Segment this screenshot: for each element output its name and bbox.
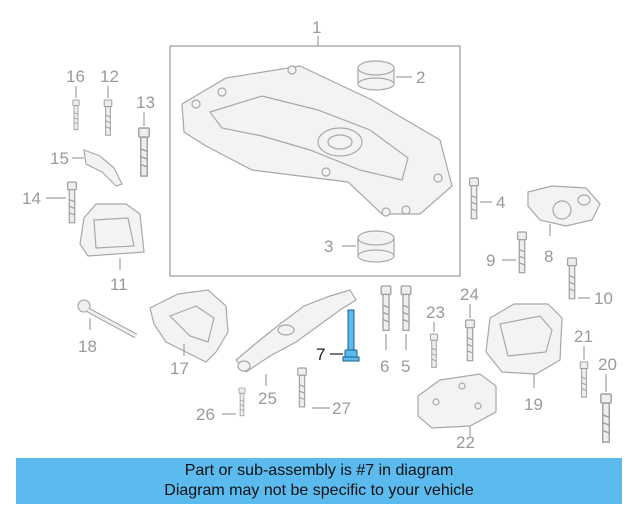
subframe-group-box — [169, 45, 461, 277]
callout-18: 18 — [78, 337, 97, 356]
banner-line-1: Part or sub-assembly is #7 in diagram — [184, 462, 454, 479]
upper-bushing-part[interactable] — [357, 60, 395, 91]
callout-1: 1 — [312, 18, 321, 37]
callout-5: 5 — [401, 357, 410, 376]
callout-12: 12 — [100, 67, 119, 86]
callout-3: 3 — [324, 237, 333, 256]
callout-20: 20 — [598, 355, 617, 374]
bolt-24[interactable] — [464, 319, 476, 362]
bolt-20[interactable] — [600, 393, 612, 443]
bolt-6[interactable] — [380, 285, 392, 332]
parts-diagram: 1 2 3 16 12 13 15 14 — [22, 18, 617, 450]
transmission-mount-19[interactable] — [485, 303, 563, 375]
callout-27: 27 — [332, 399, 351, 418]
info-banner: Part or sub-assembly is #7 in diagram Di… — [16, 458, 622, 504]
callout-7: 7 — [316, 345, 325, 364]
callout-4: 4 — [496, 193, 505, 212]
bolt-26[interactable] — [238, 387, 246, 417]
bolt-5[interactable] — [400, 285, 412, 332]
callout-22: 22 — [456, 433, 475, 450]
callout-21: 21 — [574, 327, 593, 346]
callout-2: 2 — [416, 68, 425, 87]
bolt-12[interactable] — [103, 99, 113, 136]
callout-23: 23 — [426, 303, 445, 322]
mount-bracket-8[interactable] — [527, 185, 601, 227]
bolt-21[interactable] — [579, 361, 589, 398]
callout-11: 11 — [110, 275, 128, 294]
bolt-16[interactable] — [72, 99, 80, 131]
bracket-22[interactable] — [417, 373, 497, 429]
mount-bracket-17[interactable] — [149, 289, 229, 363]
callout-13: 13 — [136, 93, 155, 112]
bracket-15[interactable] — [83, 149, 123, 187]
callout-17: 17 — [170, 359, 189, 378]
engine-mount-11[interactable] — [79, 203, 145, 257]
callout-25: 25 — [258, 389, 277, 408]
bolt-13[interactable] — [138, 127, 150, 177]
bolt-4[interactable] — [468, 177, 480, 220]
bolt-27[interactable] — [297, 367, 307, 408]
callout-9: 9 — [486, 251, 495, 270]
bolt-10[interactable] — [566, 257, 578, 300]
callout-14: 14 — [22, 189, 41, 208]
bolt-14[interactable] — [66, 181, 78, 224]
callout-19: 19 — [524, 395, 543, 414]
banner-line-2: Diagram may not be specific to your vehi… — [164, 482, 474, 499]
lower-bushing-part[interactable] — [357, 230, 395, 263]
bolt-9[interactable] — [516, 231, 528, 274]
long-bolt-18[interactable] — [77, 299, 138, 339]
callout-6: 6 — [380, 357, 389, 376]
callout-24: 24 — [460, 285, 479, 304]
subframe-part[interactable] — [181, 65, 453, 217]
bolt-23[interactable] — [429, 333, 439, 368]
callout-8: 8 — [544, 247, 553, 266]
torque-arm-25[interactable] — [235, 289, 357, 373]
callout-26: 26 — [196, 405, 215, 424]
bolt-7-highlighted[interactable] — [342, 309, 360, 362]
callout-10: 10 — [594, 289, 613, 308]
callout-16: 16 — [66, 67, 85, 86]
callout-15: 15 — [50, 149, 69, 168]
